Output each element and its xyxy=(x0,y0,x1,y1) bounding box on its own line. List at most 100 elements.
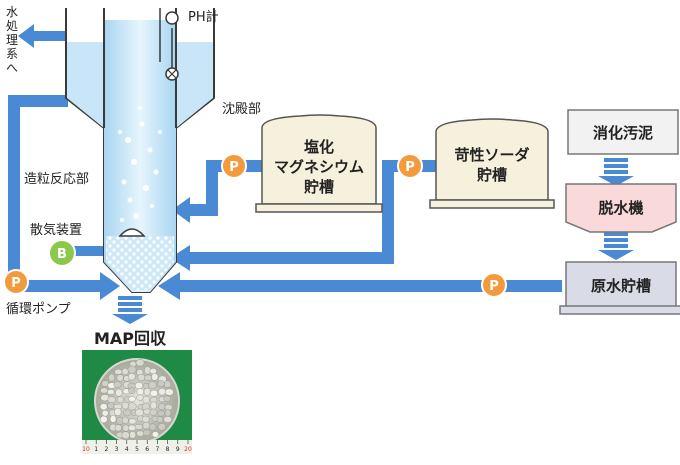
pump-badge-mgcl: P xyxy=(221,153,247,179)
arrow-naoh xyxy=(170,245,190,271)
water-treatment-char: 理 xyxy=(6,33,18,47)
map-pebble xyxy=(157,380,165,388)
aeration-label: 散気装置 xyxy=(30,222,82,238)
pipe-effluent xyxy=(30,31,66,41)
raw-water-label: 原水貯槽 xyxy=(591,277,651,295)
svg-text:P: P xyxy=(405,160,415,175)
map-pebble xyxy=(107,389,115,395)
map-pebble xyxy=(150,401,157,410)
map-pebble xyxy=(114,368,123,375)
map-pebble xyxy=(163,416,172,423)
pipe-recirculation-bottom xyxy=(8,280,108,292)
map-pebble xyxy=(141,415,150,423)
ph-meter-label: PH計 xyxy=(188,9,219,25)
map-pebble xyxy=(164,380,172,388)
arrow-into-reactor-right xyxy=(158,272,180,300)
map-pebble xyxy=(127,365,137,374)
aeration-diffuser xyxy=(118,228,146,237)
ruler-mark: 6 xyxy=(145,446,149,453)
map-pebble xyxy=(108,373,115,382)
map-pebble xyxy=(149,368,157,375)
map-pebble xyxy=(101,409,109,417)
ruler-mark: 5 xyxy=(135,446,139,453)
map-pebble xyxy=(158,388,166,396)
svg-text:P: P xyxy=(11,276,21,291)
dewatering-box: 脱水機 xyxy=(565,183,677,233)
map-pebble xyxy=(137,374,146,381)
mgcl-label-3: 貯槽 xyxy=(304,178,334,196)
map-pebble xyxy=(129,431,137,439)
pipe-recirculation-left xyxy=(8,95,20,291)
map-pebble xyxy=(156,416,164,423)
ruler-mark: 20 xyxy=(184,446,192,453)
map-pebble xyxy=(148,423,157,431)
map-pebble xyxy=(121,431,130,440)
granulation-label: 造粒反応部 xyxy=(24,172,89,187)
raw-water-box: 原水貯槽 xyxy=(559,261,680,315)
granule-bed xyxy=(106,236,174,290)
pipe-naoh-horizontal xyxy=(186,252,394,264)
pipe-naoh-vertical xyxy=(382,160,394,264)
map-pebble xyxy=(157,410,166,417)
pipe-recirculation-top xyxy=(8,95,68,107)
map-pebble xyxy=(149,408,158,416)
map-pebble xyxy=(142,429,151,436)
reactor xyxy=(65,8,215,293)
naoh-tank: 苛性ソーダ 貯槽 xyxy=(429,118,555,209)
pump-badge-raw: P xyxy=(481,272,507,298)
map-pebble xyxy=(122,424,130,432)
map-pebble xyxy=(134,382,144,390)
ruler-mark: 3 xyxy=(115,446,119,453)
map-pebble xyxy=(127,402,137,411)
map-pebble xyxy=(135,359,145,367)
blower-badge: B xyxy=(48,239,76,267)
map-pebble xyxy=(143,387,151,396)
pipe-raw-water xyxy=(176,280,562,292)
naoh-label-2: 貯槽 xyxy=(477,166,507,184)
map-pebble xyxy=(114,424,122,432)
ph-probe xyxy=(159,8,179,81)
pipe-mgcl-vertical xyxy=(206,160,218,216)
settling-label: 沈殿部 xyxy=(222,102,261,117)
map-pebble xyxy=(109,415,117,423)
map-pebble xyxy=(128,373,136,381)
pipe-aeration xyxy=(62,246,132,256)
map-pebble xyxy=(123,409,132,417)
map-pebble xyxy=(164,409,172,417)
map-pebble xyxy=(122,416,129,424)
water-treatment-char: 処 xyxy=(6,19,18,33)
ruler-mark: 1 xyxy=(94,446,98,453)
digested-sludge-box: 消化汚泥 xyxy=(567,109,679,155)
mgcl-label-2: マグネシウム xyxy=(274,158,364,176)
water-treatment-char: 水 xyxy=(6,5,18,19)
arrow-sludge-to-dewater xyxy=(598,158,634,186)
map-pebble xyxy=(164,388,174,396)
map-pebble xyxy=(157,423,166,431)
arrow-map-out xyxy=(112,296,148,324)
map-pebble xyxy=(113,381,122,388)
digested-sludge-label: 消化汚泥 xyxy=(593,124,653,142)
map-pebble xyxy=(148,381,157,389)
map-pebble xyxy=(136,394,144,401)
pipe-mgcl-horizontal xyxy=(188,204,218,216)
map-pebble xyxy=(100,415,108,424)
map-pebble xyxy=(163,395,172,402)
svg-text:P: P xyxy=(229,160,239,175)
mgcl-tank: 塩化 マグネシウム 貯槽 xyxy=(255,114,383,213)
map-pebble xyxy=(121,368,129,375)
map-pebble xyxy=(149,389,159,397)
map-pebble xyxy=(143,408,151,415)
arrow-into-reactor-left xyxy=(100,272,120,300)
map-pebble xyxy=(107,402,115,409)
water-treatment-char: へ xyxy=(6,61,18,75)
naoh-label-1: 苛性ソーダ xyxy=(454,146,529,164)
map-pebble xyxy=(116,396,124,403)
map-pebble xyxy=(115,388,123,397)
pipes xyxy=(8,24,634,324)
map-pebble xyxy=(107,396,116,404)
map-pebble xyxy=(151,431,159,438)
map-pebble xyxy=(136,388,144,396)
map-pebble xyxy=(128,418,137,425)
reactor-water xyxy=(104,20,176,292)
